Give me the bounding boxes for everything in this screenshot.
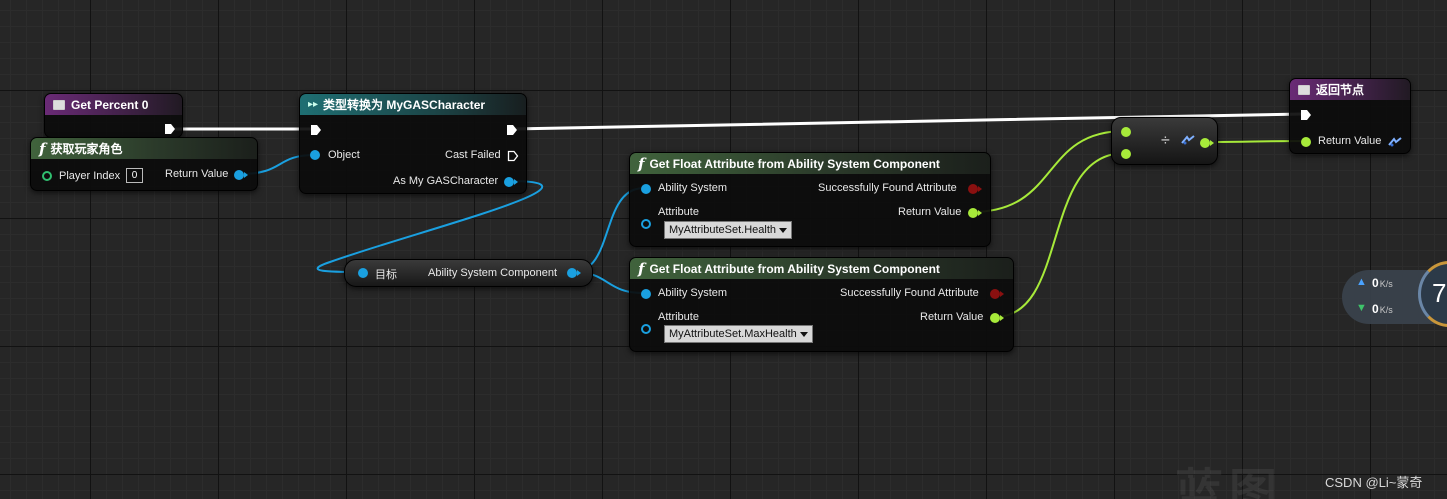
float-wire-health-to-divide [971, 130, 1126, 213]
object-label: Object [328, 149, 360, 161]
node-header: f Get Float Attribute from Ability Syste… [630, 153, 990, 174]
attribute-dropdown[interactable]: MyAttributeSet.MaxHealth [664, 325, 813, 343]
return-value-output-pin[interactable] [990, 313, 1004, 323]
chevron-down-icon [799, 331, 808, 337]
float-type-icon [1181, 135, 1195, 145]
return-value-output-pin[interactable] [968, 208, 982, 218]
cast-icon: ▸▸ [308, 99, 319, 110]
attribute-dropdown-value: MyAttributeSet.Health [669, 224, 776, 236]
node-header: f 获取玩家角色 [31, 138, 257, 159]
download-arrow-icon: ▼ [1356, 302, 1367, 314]
function-entry-icon [53, 99, 65, 110]
exec-input-pin[interactable] [310, 124, 322, 136]
object-input-pin[interactable] [310, 150, 320, 160]
divide-operator: ÷ [1161, 132, 1170, 149]
divide-input-b-pin[interactable] [1121, 149, 1131, 159]
return-value-label: Return Value [165, 168, 229, 180]
node-title: Get Float Attribute from Ability System … [649, 261, 940, 276]
target-input-pin[interactable] [358, 268, 368, 278]
return-value-input-pin[interactable] [1301, 137, 1311, 147]
return-value-label: Return Value [898, 206, 962, 218]
target-label: 目标 [375, 269, 397, 281]
node-header: 返回节点 [1290, 79, 1410, 100]
node-divide[interactable]: ÷ [1111, 117, 1218, 165]
chevron-down-icon [779, 227, 787, 233]
attribute-dropdown-value: MyAttributeSet.MaxHealth [669, 328, 797, 340]
divide-output-pin[interactable] [1200, 138, 1214, 148]
ability-system-component-output-pin[interactable] [567, 268, 581, 278]
node-title: 返回节点 [1316, 83, 1365, 97]
node-get-percent-entry[interactable]: Get Percent 0 [44, 93, 183, 138]
upload-speed: 0K/s [1372, 276, 1393, 290]
upload-arrow-icon: ▲ [1356, 276, 1367, 288]
return-value-output-pin[interactable] [234, 170, 248, 180]
function-icon: f [39, 139, 46, 158]
successfully-found-output-pin[interactable] [968, 184, 982, 194]
node-get-float-attribute-health[interactable]: f Get Float Attribute from Ability Syste… [629, 152, 991, 247]
exec-input-pin[interactable] [1300, 109, 1312, 121]
attribute-label: Attribute [658, 206, 699, 218]
node-cast-to-mygascharacter[interactable]: ▸▸ 类型转换为 MyGASCharacter Object Cast Fail… [299, 93, 527, 194]
as-my-gascharacter-label: As My GASCharacter [393, 175, 499, 187]
ability-system-component-label: Ability System Component [428, 267, 557, 279]
return-node-icon [1298, 84, 1310, 95]
as-my-gascharacter-output-pin[interactable] [504, 177, 518, 187]
node-title: 类型转换为 MyGASCharacter [323, 98, 486, 112]
player-index-field[interactable]: 0 [126, 168, 143, 183]
node-title: Get Percent 0 [71, 97, 149, 112]
successfully-found-label: Successfully Found Attribute [818, 182, 957, 194]
divide-input-a-pin[interactable] [1121, 127, 1131, 137]
exec-output-pin[interactable] [506, 124, 518, 136]
download-speed: 0K/s [1372, 302, 1393, 316]
node-return[interactable]: 返回节点 Return Value [1289, 78, 1411, 154]
upload-speed-value: 0 [1372, 276, 1379, 290]
float-wire-maxhealth-to-divide [994, 152, 1126, 318]
successfully-found-label: Successfully Found Attribute [840, 287, 979, 299]
function-icon: f [638, 154, 645, 173]
node-get-player-character[interactable]: f 获取玩家角色 Player Index 0 Return Value [30, 137, 258, 191]
node-header: ▸▸ 类型转换为 MyGASCharacter [300, 94, 526, 115]
player-index-input-pin[interactable] [42, 171, 52, 181]
download-speed-unit: K/s [1379, 305, 1393, 315]
node-title: 获取玩家角色 [50, 142, 123, 156]
ability-system-label: Ability System [658, 287, 728, 299]
exec-output-pin[interactable] [164, 123, 176, 135]
attribute-label: Attribute [658, 311, 699, 323]
player-index-label: Player Index [59, 170, 121, 182]
return-value-label: Return Value [920, 311, 984, 323]
download-speed-value: 0 [1372, 302, 1379, 316]
node-header: f Get Float Attribute from Ability Syste… [630, 258, 1013, 279]
upload-speed-unit: K/s [1379, 279, 1393, 289]
attribute-input-pin[interactable] [641, 324, 651, 334]
cast-failed-label: Cast Failed [445, 149, 501, 161]
usage-dial-value: 7 [1432, 278, 1447, 308]
csdn-watermark: CSDN @Li~蒙奇 [1325, 475, 1423, 490]
successfully-found-output-pin[interactable] [990, 289, 1004, 299]
ability-system-input-pin[interactable] [641, 184, 651, 194]
attribute-dropdown[interactable]: MyAttributeSet.Health [664, 221, 792, 239]
faint-watermark: 蓝图 [1175, 466, 1284, 499]
ability-system-label: Ability System [658, 182, 728, 194]
node-header: Get Percent 0 [45, 94, 182, 115]
node-title: Get Float Attribute from Ability System … [649, 156, 940, 171]
node-get-float-attribute-maxhealth[interactable]: f Get Float Attribute from Ability Syste… [629, 257, 1014, 352]
cast-failed-exec-pin[interactable] [507, 150, 519, 162]
ability-system-input-pin[interactable] [641, 289, 651, 299]
attribute-input-pin[interactable] [641, 219, 651, 229]
return-value-label: Return Value [1318, 135, 1382, 147]
function-icon: f [638, 259, 645, 278]
float-type-icon [1388, 137, 1402, 147]
node-get-ability-system-component[interactable]: 目标 Ability System Component [344, 259, 593, 287]
